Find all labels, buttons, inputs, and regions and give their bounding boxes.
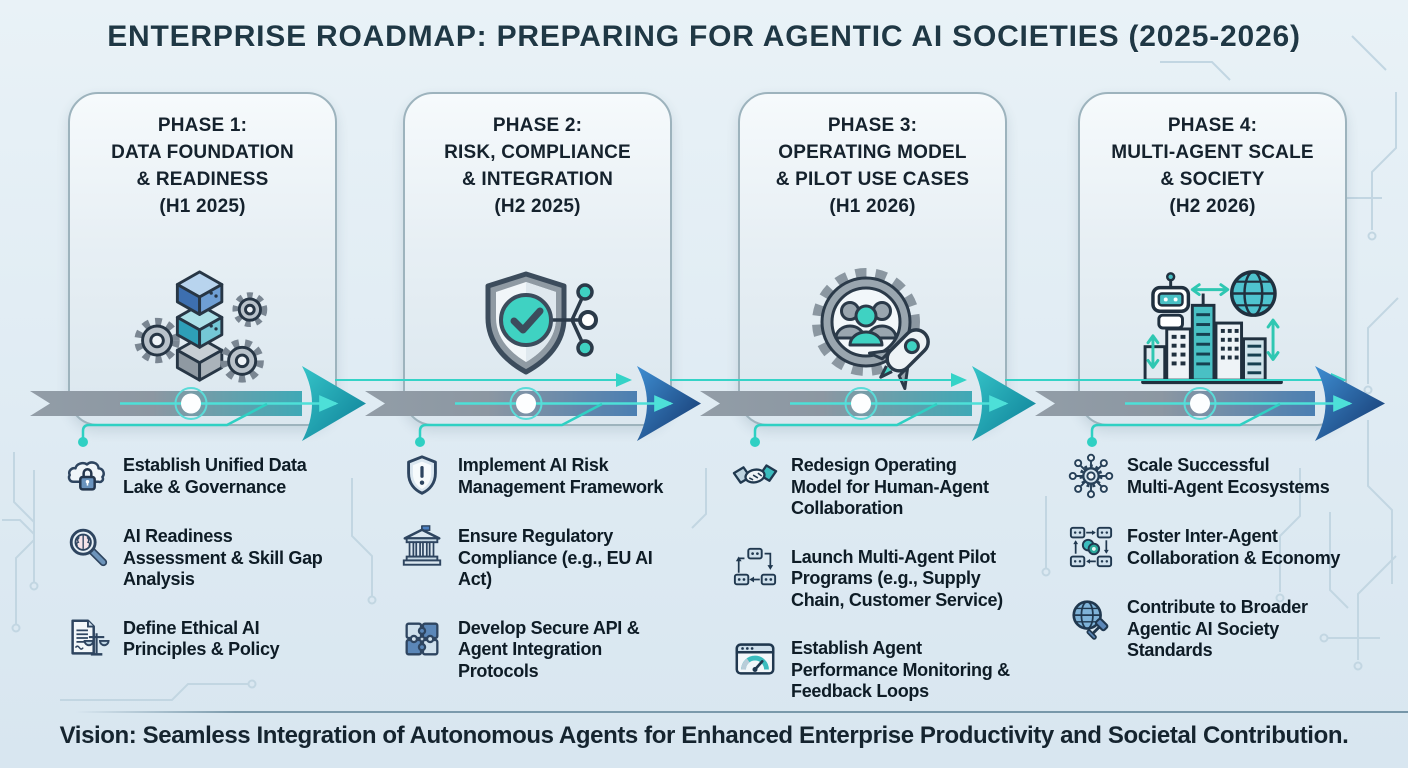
handshake-icon — [730, 453, 780, 499]
item-text: Contribute to Broader Agentic AI Society… — [1127, 597, 1308, 660]
item-text: AI Readiness Assessment & Skill Gap Anal… — [123, 526, 323, 589]
connector-dot — [78, 437, 88, 447]
phase-2-items: Implement AI Risk Management Framework E… — [397, 453, 691, 707]
item-text: Implement AI Risk Management Framework — [458, 455, 664, 497]
item-text: Ensure Regulatory Compliance (e.g., EU A… — [458, 526, 653, 589]
data-stack-gears-icon — [130, 230, 275, 424]
list-item: Implement AI Risk Management Framework — [397, 453, 691, 499]
timeline-arrow-4 — [1005, 366, 1385, 447]
hub-network-icon — [1066, 453, 1116, 499]
phase-3-title: PHASE 3: OPERATING MODEL & PILOT USE CAS… — [775, 115, 970, 217]
phase-2-title: PHASE 2: RISK, COMPLIANCE & INTEGRATION … — [444, 115, 631, 217]
timeline-arrow-3 — [670, 366, 1036, 447]
phase-3-items: Redesign Operating Model for Human-Agent… — [730, 453, 1024, 728]
shield-exclamation-icon — [397, 453, 447, 499]
robots-network-icon — [730, 545, 780, 591]
phase-1-title: PHASE 1: DATA FOUNDATION & READINESS (H1… — [111, 115, 294, 217]
cloud-lock-icon — [62, 453, 112, 499]
list-item: Launch Multi-Agent Pilot Programs (e.g.,… — [730, 545, 1024, 612]
milestone-node-icon — [1183, 387, 1217, 420]
list-item: Scale Successful Multi-Agent Ecosystems — [1066, 453, 1360, 499]
phase-4-title: PHASE 4: MULTI-AGENT SCALE & SOCIETY (H2… — [1111, 115, 1314, 217]
phase-card-3: PHASE 3: OPERATING MODEL & PILOT USE CAS… — [738, 92, 1007, 426]
phase-card-4: PHASE 4: MULTI-AGENT SCALE & SOCIETY (H2… — [1078, 92, 1347, 426]
list-item: Establish Unified Data Lake & Governance — [62, 453, 356, 499]
connector-dot — [415, 437, 425, 447]
shield-check-network-icon — [468, 230, 608, 424]
item-text: Scale Successful Multi-Agent Ecosystems — [1127, 455, 1330, 497]
item-text: Foster Inter-Agent Collaboration & Econo… — [1127, 526, 1341, 568]
list-item: Ensure Regulatory Compliance (e.g., EU A… — [397, 524, 691, 591]
list-item: Develop Secure API & Agent Integration P… — [397, 616, 691, 683]
milestone-node-icon — [844, 387, 878, 420]
item-text: Redesign Operating Model for Human-Agent… — [791, 455, 989, 518]
bank-building-icon — [397, 524, 447, 570]
list-item: Redesign Operating Model for Human-Agent… — [730, 453, 1024, 520]
document-scales-icon — [62, 616, 112, 662]
vision-text: Vision: Seamless Integration of Autonomo… — [59, 722, 1349, 749]
phase-1-items: Establish Unified Data Lake & Governance… — [62, 453, 356, 687]
list-item: Contribute to Broader Agentic AI Society… — [1066, 595, 1360, 662]
item-text: Define Ethical AI Principles & Policy — [123, 617, 280, 660]
magnifier-brain-icon — [62, 524, 112, 570]
phase-card-2: PHASE 2: RISK, COMPLIANCE & INTEGRATION … — [403, 92, 672, 426]
item-text: Launch Multi-Agent Pilot Programs (e.g.,… — [791, 546, 1003, 610]
robots-coins-icon — [1066, 524, 1116, 570]
milestone-node-icon — [509, 387, 543, 420]
separator-line — [75, 711, 1408, 713]
timeline — [30, 366, 1385, 447]
milestone-node-icon — [174, 387, 208, 420]
puzzle-pieces-icon — [397, 616, 447, 662]
item-text: Develop Secure API & Agent Integration P… — [458, 617, 640, 681]
globe-gavel-icon — [1066, 595, 1116, 641]
list-item: Establish Agent Performance Monitoring &… — [730, 636, 1024, 703]
item-text: Establish Agent Performance Monitoring &… — [791, 638, 1010, 701]
list-item: AI Readiness Assessment & Skill Gap Anal… — [62, 524, 356, 591]
timeline-arrow-1 — [30, 366, 366, 447]
timeline-arrow-2 — [335, 366, 701, 447]
item-text: Establish Unified Data Lake & Governance — [123, 455, 307, 497]
gear-people-rocket-icon — [798, 230, 948, 424]
phase-4-items: Scale Successful Multi-Agent Ecosystems — [1066, 453, 1360, 687]
list-item: Define Ethical AI Principles & Policy — [62, 616, 356, 662]
list-item: Foster Inter-Agent Collaboration & Econo… — [1066, 524, 1360, 570]
gauge-window-icon — [730, 636, 780, 682]
connector-dot — [1087, 437, 1097, 447]
phase-card-1: PHASE 1: DATA FOUNDATION & READINESS (H1… — [68, 92, 337, 426]
connector-dot — [750, 437, 760, 447]
page-title: ENTERPRISE ROADMAP: PREPARING FOR AGENTI… — [107, 20, 1301, 53]
